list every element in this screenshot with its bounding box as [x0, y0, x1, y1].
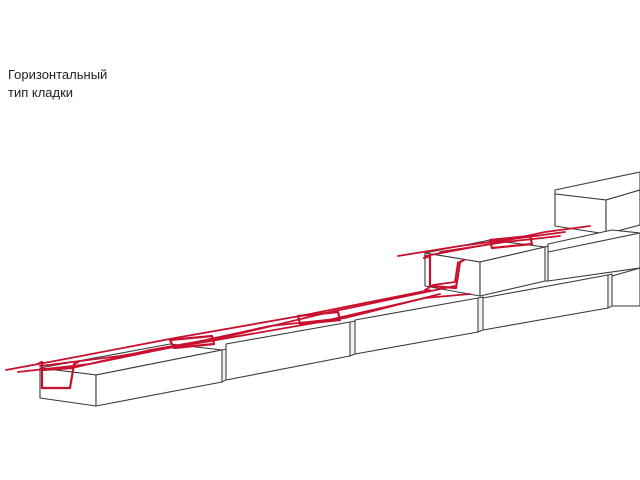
wire-strand-1 — [5, 289, 431, 371]
wire-strand-7 — [439, 235, 561, 253]
wire-strand-2 — [39, 293, 471, 367]
wire-clip-top — [488, 234, 534, 250]
wire-strand-4 — [17, 293, 441, 373]
diagram-caption: Горизонтальный тип кладки — [8, 66, 107, 102]
bottom-course — [39, 267, 640, 407]
joint-bottom-1 — [221, 348, 227, 383]
wire-clip-step — [422, 254, 466, 290]
brick-bottom-course-5 — [611, 267, 640, 307]
caption-line-2: тип кладки — [8, 85, 74, 100]
joint-bottom-2 — [349, 320, 356, 357]
wire-clip-front — [36, 360, 80, 390]
wire-clip-2 — [168, 334, 216, 350]
joint-bottom-4 — [607, 273, 613, 309]
brick-bottom-course-3 — [354, 297, 479, 355]
wire-clip-3 — [296, 310, 342, 326]
wire-clip-front-inner — [40, 366, 74, 372]
top-course — [554, 171, 640, 235]
wire-step-connector — [424, 261, 459, 291]
joint-bottom-3 — [477, 296, 484, 333]
wire-strand-3 — [71, 285, 456, 369]
caption-line-1: Горизонтальный — [8, 67, 108, 82]
brick-top-course-1-side — [605, 189, 640, 235]
reinforcement-wire — [5, 225, 591, 390]
joint-second-course — [544, 245, 549, 282]
